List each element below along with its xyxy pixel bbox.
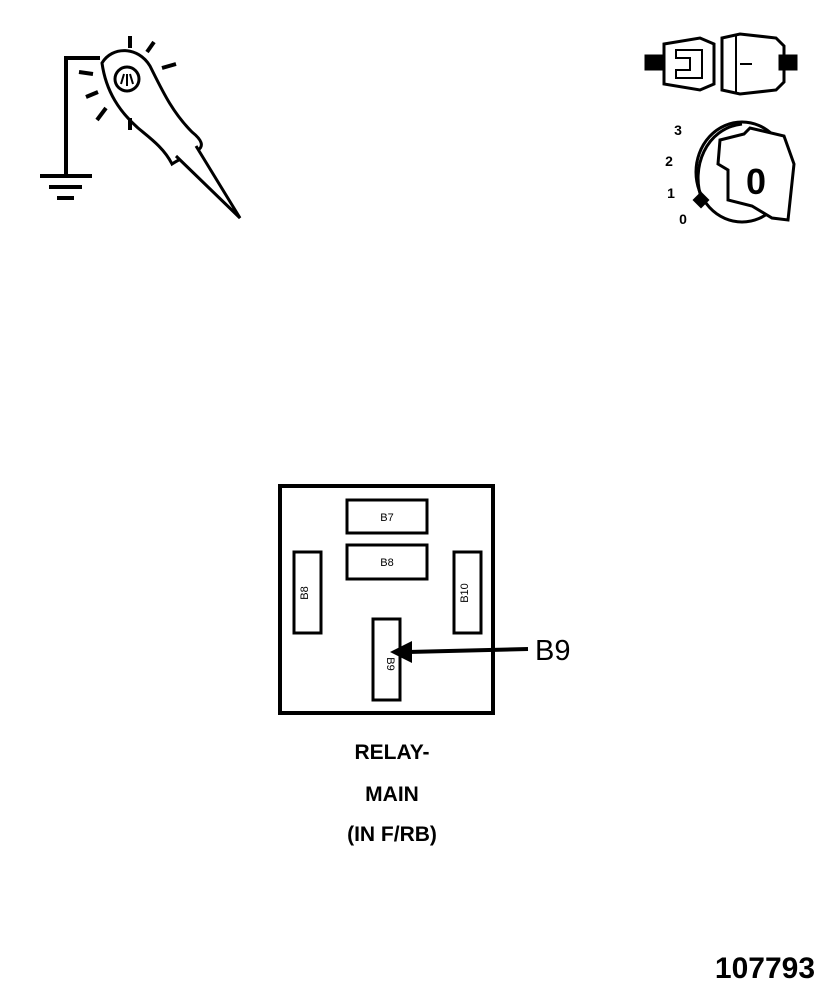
relay-caption-line1: RELAY- (354, 741, 430, 764)
figure-number: 107793 (714, 952, 815, 985)
test-lamp-probe-icon (78, 36, 242, 220)
terminal-b8-top-label: B8 (380, 557, 393, 569)
terminal-b8-left-label: B8 (299, 586, 311, 599)
terminal-b10-label: B10 (459, 583, 471, 603)
key-position-2: 2 (665, 153, 673, 169)
terminal-b7 (345, 498, 429, 535)
relay-socket: B7 B8 B8 B10 B9 (278, 484, 495, 715)
key-position-label: 0 (746, 161, 766, 202)
terminal-b9-label: B9 (384, 657, 396, 670)
disconnect-connector-icon (644, 32, 798, 96)
b9-callout-arrow (390, 641, 529, 663)
key-position-0: 0 (679, 211, 687, 227)
terminal-b8-left (292, 550, 323, 635)
relay-caption-line2: MAIN (365, 783, 419, 806)
key-position-3: 3 (674, 122, 682, 138)
ground-icon (40, 56, 100, 200)
terminal-b10 (452, 550, 483, 635)
terminal-b7-label: B7 (380, 512, 393, 524)
relay-caption-line3: (IN F/RB) (347, 823, 437, 846)
ignition-key-icon: 0 3 2 1 0 (665, 120, 796, 227)
terminal-b9 (371, 617, 402, 702)
terminal-b8-top (345, 543, 429, 581)
key-position-1: 1 (667, 185, 675, 201)
b9-callout-label: B9 (535, 635, 570, 667)
